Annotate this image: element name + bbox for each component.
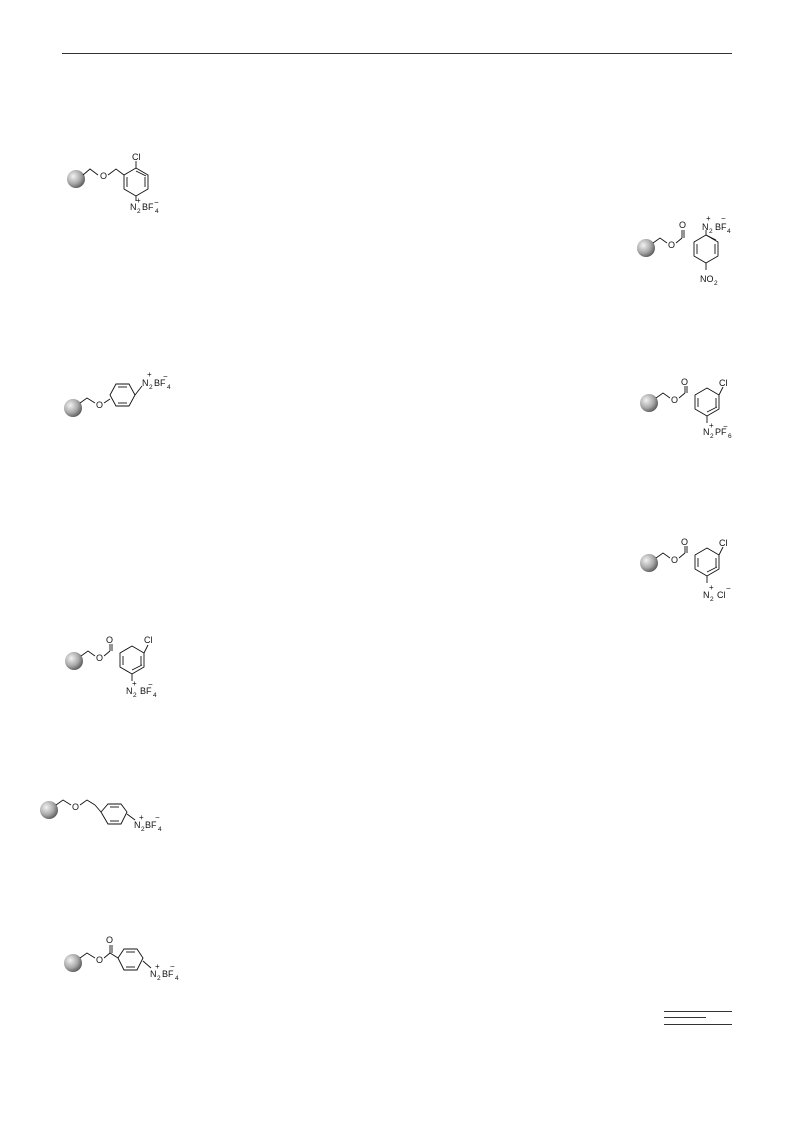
svg-text:2: 2 (709, 228, 713, 235)
svg-text:O: O (681, 537, 688, 547)
svg-text:+: + (709, 421, 714, 430)
svg-text:−: − (148, 680, 153, 689)
svg-text:+: + (709, 583, 714, 592)
svg-text:O: O (96, 653, 103, 663)
footer-rule-3 (664, 1024, 732, 1025)
svg-text:N: N (703, 590, 710, 600)
svg-text:2: 2 (137, 208, 141, 215)
resin-bead-icon (65, 652, 83, 670)
svg-text:N: N (150, 969, 157, 979)
svg-text:BF: BF (154, 378, 166, 388)
svg-text:+: + (136, 196, 141, 205)
svg-text:−: − (721, 214, 726, 223)
structure-8-resin-ester-diazonium: O O N 2 + BF 4 − (64, 935, 179, 982)
svg-text:2: 2 (710, 596, 714, 603)
svg-text:−: − (726, 584, 731, 593)
svg-text:2: 2 (157, 975, 161, 982)
svg-text:O: O (681, 377, 688, 387)
svg-text:+: + (147, 370, 152, 379)
resin-bead-icon (67, 170, 85, 188)
svg-text:−: − (154, 198, 159, 207)
svg-text:O: O (72, 802, 79, 812)
svg-text:4: 4 (727, 228, 731, 235)
structure-3-resin-phenoxy-diazonium: O N 2 + BF 4 − (64, 370, 171, 417)
svg-text:N: N (130, 202, 137, 212)
structure-5-resin-ester-chloro-diazonium-chloride: O O Cl N 2 + Cl − (640, 537, 731, 603)
structure-2-resin-ester-nitro-diazonium: O O N 2 + BF 4 − NO 2 (637, 214, 731, 287)
resin-bead-icon (640, 394, 658, 412)
svg-text:2: 2 (149, 384, 153, 391)
svg-text:4: 4 (167, 384, 171, 391)
svg-text:BF: BF (145, 820, 157, 830)
svg-text:6: 6 (728, 433, 732, 440)
svg-text:O: O (96, 955, 103, 965)
svg-text:O: O (671, 395, 678, 405)
svg-text:+: + (132, 679, 137, 688)
svg-text:Cl: Cl (717, 590, 726, 600)
svg-text:NO: NO (700, 274, 714, 284)
structure-4-resin-ester-chloro-diazonium-pf6: O O Cl N 2 + PF 6 − (640, 377, 732, 440)
svg-text:+: + (706, 214, 711, 223)
structure-7-resin-benzyl-ether-diazonium: O N 2 + BF 4 − (40, 799, 162, 833)
svg-text:−: − (723, 422, 728, 431)
svg-text:Cl: Cl (719, 378, 728, 388)
svg-text:Cl: Cl (719, 538, 728, 548)
resin-bead-icon (64, 954, 82, 972)
svg-text:+: + (155, 962, 160, 971)
resin-bead-icon (640, 554, 658, 572)
svg-text:N: N (134, 820, 141, 830)
svg-text:N: N (142, 378, 149, 388)
footer-rule-2 (664, 1017, 706, 1018)
svg-text:4: 4 (158, 826, 162, 833)
footer-rule-1 (664, 1011, 732, 1012)
svg-text:BF: BF (142, 202, 154, 212)
svg-text:O: O (106, 635, 113, 645)
svg-text:+: + (139, 813, 144, 822)
resin-bead-icon (637, 239, 655, 257)
svg-text:4: 4 (155, 208, 159, 215)
svg-text:O: O (106, 935, 113, 945)
structure-6-resin-ester-chloro-diazonium-bf4: O O Cl N 2 + BF 4 − (65, 635, 157, 699)
svg-text:N: N (126, 686, 133, 696)
svg-text:N: N (703, 427, 710, 437)
resin-bead-icon (64, 399, 82, 417)
svg-text:PF: PF (715, 427, 727, 437)
svg-text:−: − (163, 372, 168, 381)
header-rule (62, 53, 732, 54)
svg-text:N: N (702, 222, 709, 232)
svg-text:2: 2 (133, 692, 137, 699)
svg-text:BF: BF (715, 222, 727, 232)
svg-text:O: O (671, 555, 678, 565)
svg-text:O: O (100, 171, 107, 181)
structure-1-resin-chlorobenzyl-ether-diazonium: O Cl N 2 + BF 4 − (67, 152, 159, 215)
svg-text:O: O (679, 220, 686, 230)
svg-text:2: 2 (141, 826, 145, 833)
svg-text:4: 4 (175, 975, 179, 982)
svg-text:Cl: Cl (132, 152, 141, 162)
svg-text:−: − (155, 813, 160, 822)
svg-text:BF: BF (162, 969, 174, 979)
svg-text:4: 4 (153, 692, 157, 699)
svg-text:BF: BF (140, 686, 152, 696)
svg-text:O: O (668, 240, 675, 250)
svg-text:2: 2 (714, 280, 718, 287)
svg-text:Cl: Cl (144, 635, 153, 645)
svg-text:2: 2 (710, 433, 714, 440)
svg-text:O: O (96, 400, 103, 410)
resin-bead-icon (40, 801, 58, 819)
svg-text:−: − (170, 962, 175, 971)
